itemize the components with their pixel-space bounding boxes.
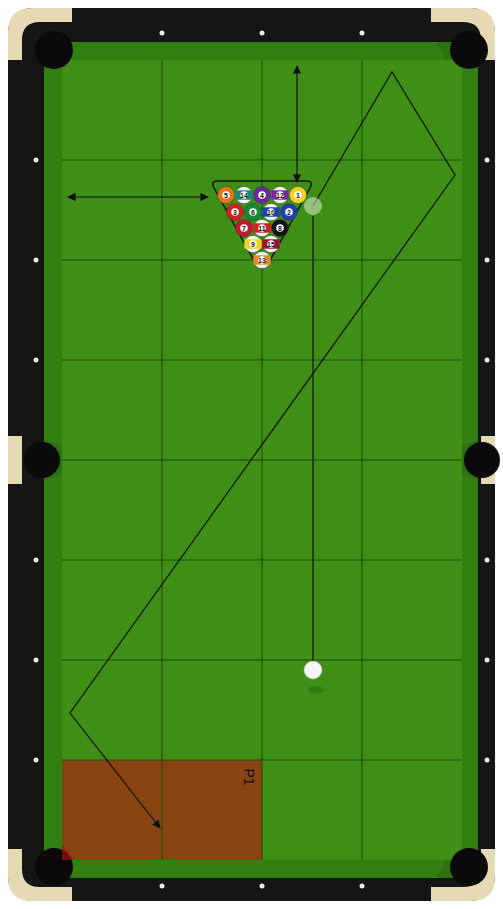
cushion [44,42,478,878]
ball-number: 12 [274,191,286,200]
cushion-bevel [44,42,478,878]
ball-number: 6 [247,208,259,217]
zone-label: P1 [242,768,256,785]
object-ball [280,203,297,220]
ball-number: 8 [274,224,286,233]
object-ball [262,203,279,220]
ball-number: 5 [220,191,232,200]
object-ball [289,186,306,203]
rack-triangle [213,181,312,268]
shot-lines [68,66,455,828]
ball-number: 11 [256,224,268,233]
ghost-ball [304,197,322,215]
cue-ball [304,661,322,679]
object-ball [235,186,252,203]
ball-number: 2 [283,208,295,217]
ball-number: 15 [265,240,277,249]
pocket-mark [62,845,74,860]
ball-number: 3 [229,208,241,217]
object-ball [217,186,234,203]
pockets [24,31,500,886]
ball-number: 7 [238,224,250,233]
ball-number: 1 [292,191,304,200]
ball-number: 14 [238,191,250,200]
object-ball [262,235,279,252]
ball-number: 9 [247,240,259,249]
object-ball [244,235,261,252]
ball-shadow [308,686,324,694]
object-ball [253,186,270,203]
ball-number: 13 [256,256,268,265]
felt [62,60,462,860]
table-rail [8,8,495,901]
zone-box: P1 [62,760,262,860]
corner-caps [8,8,495,901]
object-ball [244,203,261,220]
grid-lines [62,60,462,860]
object-ball [235,219,252,236]
object-ball [253,219,270,236]
ball-number: 10 [265,208,277,217]
object-ball [226,203,243,220]
object-ball [253,251,270,268]
object-ball [271,219,288,236]
ball-number: 4 [256,191,268,200]
object-ball [271,186,288,203]
diamonds [34,31,490,889]
